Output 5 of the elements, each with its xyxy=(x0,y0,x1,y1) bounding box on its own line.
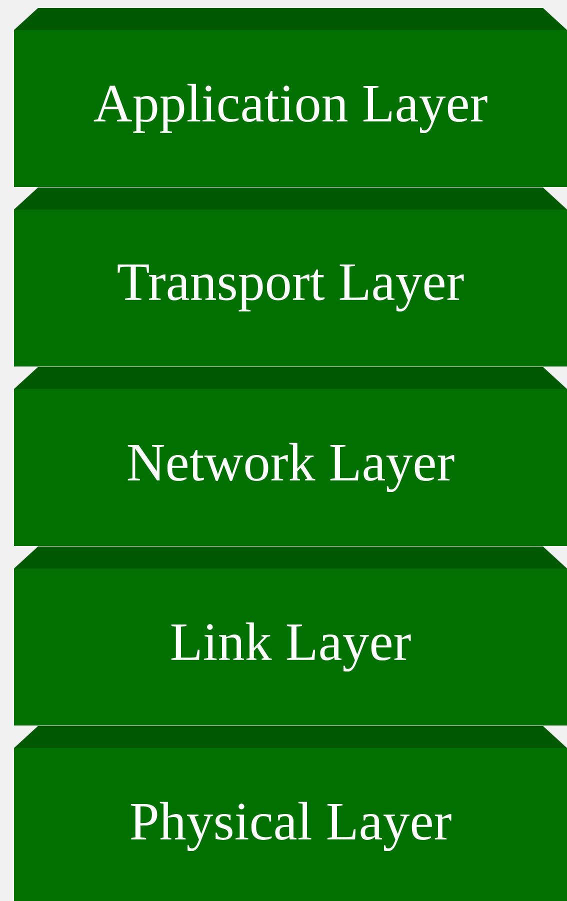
layer-block: Transport Layer xyxy=(14,187,567,366)
layer-block: Link Layer xyxy=(14,546,567,726)
layer-block: Physical Layer xyxy=(14,726,567,901)
layer-block: Network Layer xyxy=(14,367,567,546)
layer-block: Application Layer xyxy=(14,8,567,187)
